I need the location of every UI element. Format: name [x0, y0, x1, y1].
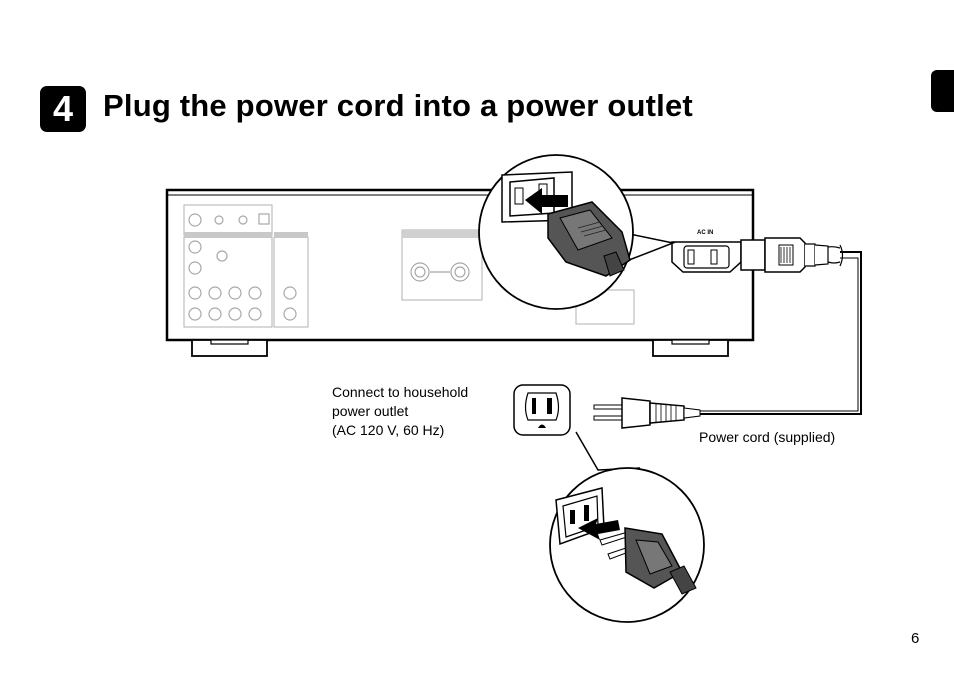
- magnifier-inlet-detail: [478, 154, 676, 310]
- iec-plug: [740, 237, 844, 273]
- outlet-note-line: (AC 120 V, 60 Hz): [332, 422, 445, 438]
- page-title: Plug the power cord into a power outlet: [103, 88, 693, 123]
- page-number: 6: [911, 630, 920, 647]
- power-cord: [700, 251, 862, 415]
- power-cord-label: Power cord (supplied): [699, 429, 836, 445]
- amplifier-rear-panel: [165, 188, 755, 357]
- two-prong-plug: [593, 397, 701, 429]
- magnifier-outlet-detail: [549, 431, 705, 623]
- outlet-note-line: Connect to household: [332, 384, 469, 400]
- outlet-note-line: power outlet: [332, 403, 409, 419]
- outlet-note: Connect to household power outlet (AC 12…: [332, 383, 468, 440]
- step-number-badge: 4: [40, 86, 86, 132]
- wall-outlet: [513, 384, 571, 436]
- ac-inlet: AC IN: [671, 230, 742, 273]
- section-tab: [931, 70, 954, 112]
- ac-in-label: AC IN: [697, 230, 713, 236]
